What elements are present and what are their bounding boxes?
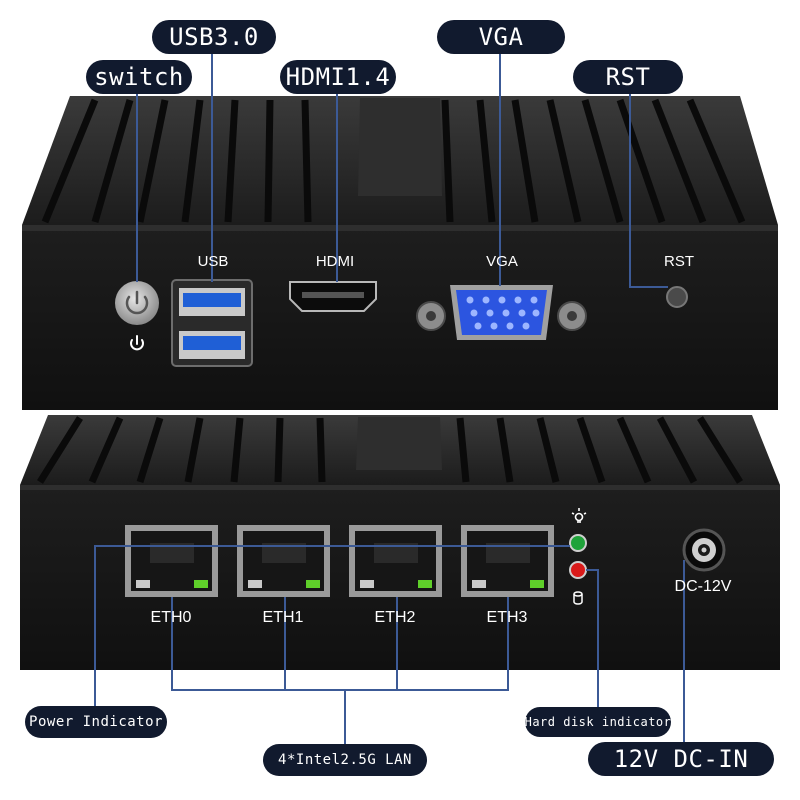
heatsink-center-block: [358, 98, 442, 196]
hdmi-port: [289, 281, 377, 312]
dc-power-jack: [682, 528, 726, 572]
callout-power-indicator: Power Indicator: [25, 706, 167, 738]
bottom-unit: [20, 415, 780, 670]
dc-jack-label: DC-12V: [674, 578, 732, 595]
ethernet-port-eth3: [461, 525, 554, 597]
eth1-label: ETH1: [262, 609, 304, 626]
disk-led: [569, 561, 587, 579]
eth3-label: ETH3: [486, 609, 528, 626]
ethernet-port-eth1: [237, 525, 330, 597]
eth2-label: ETH2: [374, 609, 416, 626]
vga-port-label: VGA: [486, 253, 518, 270]
power-symbol-icon: [130, 335, 144, 351]
callout-lan: 4*Intel2.5G LAN: [263, 744, 427, 776]
callout-hard-disk-indicator: Hard disk indicator: [525, 707, 671, 737]
callout-hdmi: HDMI1.4: [280, 60, 396, 94]
eth0-label: ETH0: [150, 609, 192, 626]
usb-port-stack: [171, 279, 253, 367]
heatsink-fins: [41, 98, 746, 224]
usb-port-label: USB: [197, 253, 229, 270]
rst-port-label: RST: [664, 253, 694, 270]
hdmi-port-label: HDMI: [315, 253, 355, 270]
power-icon: [125, 290, 149, 315]
callout-vga: VGA: [437, 20, 565, 54]
ethernet-port-eth0: [125, 525, 218, 597]
led-bulb-icon: [571, 508, 587, 523]
callout-switch: switch: [86, 60, 192, 94]
power-led: [569, 534, 587, 552]
vga-port: [416, 285, 587, 340]
callout-usb3: USB3.0: [152, 20, 276, 54]
hard-disk-icon: [573, 591, 583, 605]
callout-rst: RST: [573, 60, 683, 94]
ethernet-port-eth2: [349, 525, 442, 597]
callout-lines: [94, 53, 685, 745]
bottom-heatsink-fins: [37, 416, 743, 484]
reset-button: [666, 286, 688, 308]
callout-dc-in: 12V DC-IN: [588, 742, 774, 776]
